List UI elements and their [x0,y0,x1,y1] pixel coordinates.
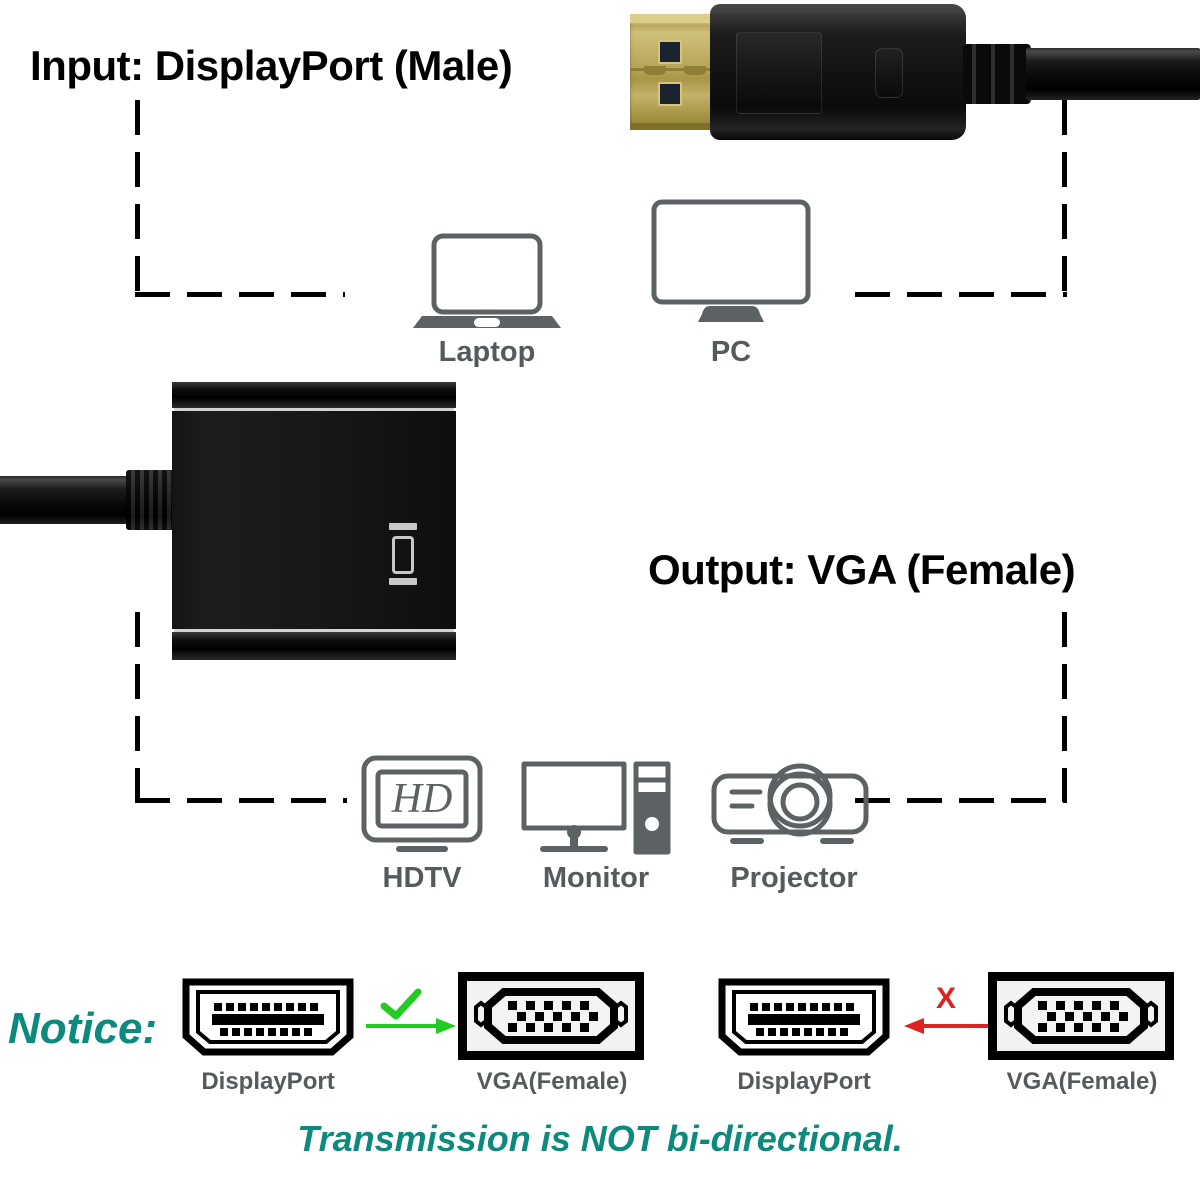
vga-port-label-1: VGA(Female) [476,1068,628,1095]
vga-port-icon-2 [988,972,1174,1060]
adapter-bottom-highlight [174,629,454,632]
vga-port-icon-1 [458,972,644,1060]
hdtv-screen-text: HD [391,776,453,822]
displayport-port-icon-2 [718,978,890,1056]
desktop-monitor-icon [640,196,822,336]
displayport-port-label-1: DisplayPort [201,1068,335,1095]
connector-housing [710,4,966,140]
adapter-cable [0,476,132,524]
adapter-top-highlight [174,408,454,411]
output-heading: Output: VGA (Female) [648,546,1076,593]
adapter-top-edge [172,382,456,408]
monitor-tower-icon [518,752,674,858]
vga-adapter [0,378,470,666]
notice-label: Notice: [8,1004,158,1053]
connector-strain-relief [963,44,1031,104]
displayport-male-connector [630,4,1200,140]
input-bracket-left [135,100,140,296]
connector-gold-tip [630,14,718,130]
displayport-port-icon-1 [182,978,354,1056]
displayport-logo-icon [386,523,420,585]
input-bracket-right [1062,100,1067,296]
input-bracket-bottom-left [135,292,345,297]
blocked-arrow-left: X [898,982,994,1044]
adapter-strain-relief [126,470,178,530]
input-heading: Input: DisplayPort (Male) [30,42,513,89]
check-mark-icon [380,988,422,1020]
monitor-label: Monitor [542,862,650,894]
projector-label: Projector [730,862,858,894]
hdtv-label: HDTV [382,862,462,894]
adapter-housing [172,411,456,629]
laptop-label: Laptop [438,336,536,368]
allowed-arrow-right [366,984,462,1044]
output-bracket-bottom-left [135,798,347,803]
laptop-icon [398,228,576,336]
output-bracket-left [135,612,140,802]
input-bracket-bottom-right [855,292,1067,297]
bidirectional-caption: Transmission is NOT bi-directional. [297,1118,903,1159]
output-bracket-bottom-right [855,798,1067,803]
displayport-port-label-2: DisplayPort [737,1068,871,1095]
adapter-bottom-edge [172,632,456,660]
hdtv-icon: HD [358,752,486,858]
pc-label: PC [710,336,752,368]
projector-icon [708,748,880,858]
connector-cable [1026,48,1200,100]
vga-port-label-2: VGA(Female) [1006,1068,1158,1095]
x-mark-icon: X [936,982,956,1015]
output-bracket-right [1062,612,1067,802]
